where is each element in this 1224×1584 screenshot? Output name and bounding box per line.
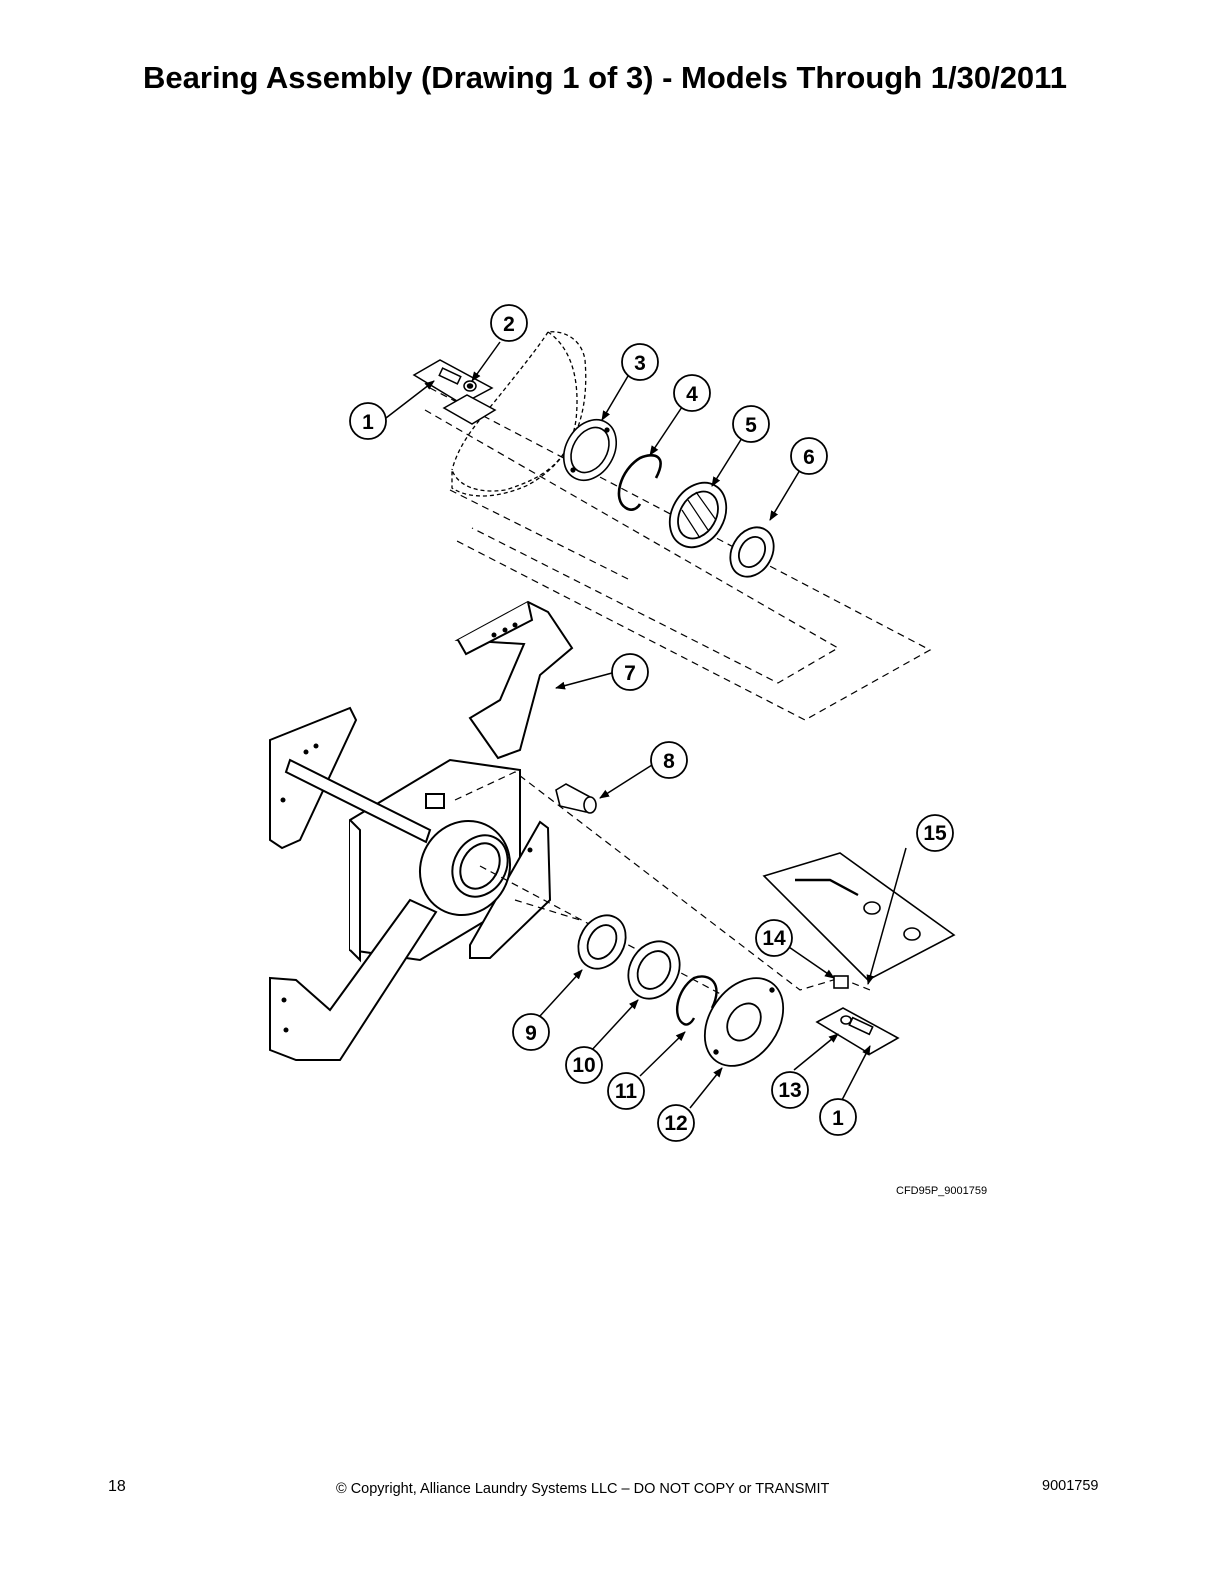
svg-text:2: 2 <box>503 313 515 336</box>
svg-text:5: 5 <box>745 414 757 437</box>
svg-text:6: 6 <box>803 446 815 469</box>
svg-text:1: 1 <box>832 1107 844 1130</box>
svg-text:12: 12 <box>664 1112 687 1135</box>
svg-text:3: 3 <box>634 352 646 375</box>
callout-3: 3 <box>621 343 659 381</box>
svg-text:7: 7 <box>624 662 636 685</box>
part-9-seal <box>577 914 627 970</box>
callout-4: 4 <box>673 374 711 412</box>
footer-document-number: 9001759 <box>1042 1478 1099 1494</box>
callout-10: 10 <box>565 1046 603 1084</box>
part-8-sensor <box>555 783 597 814</box>
footer-copyright: © Copyright, Alliance Laundry Systems LL… <box>336 1481 830 1497</box>
callout-13: 13 <box>771 1071 809 1109</box>
callout-11: 11 <box>607 1072 645 1110</box>
callouts: 1 2 3 4 5 6 7 8 9 10 11 12 13 14 15 1 <box>349 304 954 1142</box>
callout-9: 9 <box>512 1013 550 1051</box>
part-3-flange-ring <box>562 419 618 481</box>
part-13-lower-screw-plate <box>815 1007 900 1055</box>
housing-flange-outline <box>451 331 587 497</box>
part-5-roller-bearing <box>668 481 728 549</box>
svg-text:8: 8 <box>663 750 675 773</box>
drawing-code: CFD95P_9001759 <box>896 1185 988 1197</box>
callout-15: 15 <box>916 814 954 852</box>
part-15-hardware-kit <box>762 852 956 981</box>
part-6-collar <box>729 526 775 578</box>
callout-8: 8 <box>650 741 688 779</box>
part-7-spider-frame <box>269 600 574 1061</box>
callout-1-upper: 1 <box>349 402 387 440</box>
callout-2: 2 <box>490 304 528 342</box>
spider-mounting-holes <box>280 622 533 1033</box>
svg-text:4: 4 <box>686 383 698 406</box>
page-title: Bearing Assembly (Drawing 1 of 3) - Mode… <box>143 60 1067 95</box>
callout-7: 7 <box>611 653 649 691</box>
callout-6: 6 <box>790 437 828 475</box>
part-4-snap-ring <box>617 454 662 511</box>
part-1-upper-screw-plate <box>412 359 497 425</box>
svg-text:14: 14 <box>762 927 786 950</box>
footer-page-number: 18 <box>108 1478 126 1495</box>
part-11-snap-ring <box>675 975 718 1026</box>
svg-text:10: 10 <box>572 1054 595 1077</box>
svg-text:15: 15 <box>923 822 947 845</box>
callout-1-lower: 1 <box>819 1098 857 1136</box>
part-10-ball-bearing <box>627 940 681 1000</box>
part-12-flange-plate <box>703 977 785 1067</box>
upper-assembly-centerlines <box>424 387 932 721</box>
callout-12: 12 <box>657 1104 695 1142</box>
svg-text:13: 13 <box>778 1079 801 1102</box>
svg-text:1: 1 <box>362 411 374 434</box>
part-14-clip <box>833 975 849 989</box>
leader-lines <box>385 341 907 1109</box>
svg-text:11: 11 <box>615 1080 638 1103</box>
callout-5: 5 <box>732 405 770 443</box>
callout-14: 14 <box>755 919 793 957</box>
svg-text:9: 9 <box>525 1022 537 1045</box>
